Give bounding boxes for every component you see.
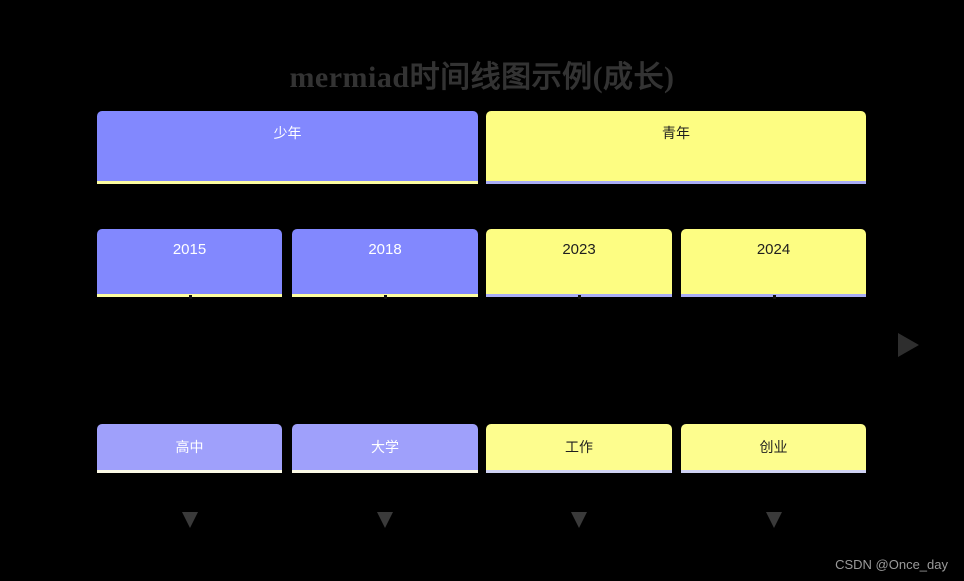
period-box: 2024	[681, 229, 866, 297]
timeline-periods-row: 2015 2018 2023 2024	[0, 229, 964, 299]
event-label: 大学	[371, 439, 399, 455]
period-label: 2015	[172, 241, 207, 258]
timeline-events-row: 高中 大学 工作 创业	[0, 424, 964, 476]
watermark-text: CSDN @Once_day	[835, 557, 948, 572]
section-label: 少年	[273, 125, 302, 141]
period-label: 2024	[756, 241, 791, 258]
timeline-markers-row	[0, 512, 964, 536]
event-box: 高中	[97, 424, 282, 473]
arrow-down-icon	[377, 512, 393, 528]
period-connector-notch	[384, 295, 387, 299]
arrow-down-icon	[182, 512, 198, 528]
period-box: 2023	[486, 229, 672, 297]
page-title: mermiad时间线图示例(成长)	[289, 61, 675, 94]
period-connector-notch	[578, 295, 581, 299]
event-box: 大学	[292, 424, 478, 473]
timeline-arrow-right-icon	[898, 333, 919, 357]
period-box: 2018	[292, 229, 478, 297]
arrow-down-icon	[766, 512, 782, 528]
event-box: 工作	[486, 424, 672, 473]
section-label: 青年	[662, 125, 690, 141]
section-box: 青年	[486, 111, 866, 184]
period-label: 2018	[368, 241, 402, 258]
event-label: 高中	[175, 439, 204, 455]
period-box: 2015	[97, 229, 282, 297]
section-box: 少年	[97, 111, 478, 184]
event-box: 创业	[681, 424, 866, 473]
event-label: 创业	[759, 439, 788, 455]
timeline-sections-row: 少年 青年	[0, 111, 964, 187]
arrow-down-icon	[571, 512, 587, 528]
period-label: 2023	[562, 241, 596, 258]
event-label: 工作	[565, 439, 593, 455]
period-connector-notch	[773, 295, 776, 299]
period-connector-notch	[189, 295, 192, 299]
